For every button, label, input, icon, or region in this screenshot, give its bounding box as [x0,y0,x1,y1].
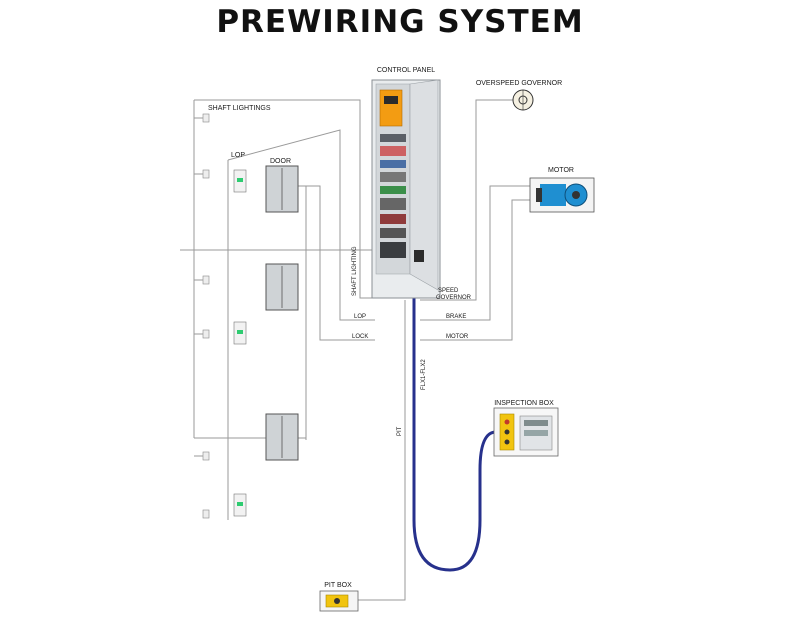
lop-connect-wire [227,129,375,321]
inspection-box-icon [493,407,559,457]
motor-wire-label: MOTOR [446,334,469,340]
governor-label: GOVERNOR [436,295,472,301]
motor-label: MOTOR [548,167,574,174]
lop-label: LOP [231,152,245,159]
lock-wire-label: LOCK [352,334,368,340]
pit-box-icon [319,590,359,612]
door-icons [265,165,299,461]
motor-icon [529,177,595,213]
page-title: PREWIRING SYSTEM [216,4,584,40]
brake-label: BRAKE [446,314,466,320]
flex-label: FLX1-FLX2 [421,359,427,390]
lop-icons [233,169,247,517]
speed-label: SPEED [438,288,459,294]
control-panel-label: CONTROL PANEL [377,67,435,74]
overspeed-governor-icon [512,89,534,111]
shaft-lightings-label: SHAFT LIGHTINGS [208,105,271,112]
pit-box-label: PIT BOX [324,582,352,589]
motor-wire [420,199,530,341]
flex-cable [412,298,497,572]
inspection-box-label: INSPECTION BOX [494,400,554,407]
brake-wire [420,185,530,321]
shaft-light-icons [194,113,210,519]
overspeed-governor-label: OVERSPEED GOVERNOR [476,80,562,87]
lop-wire-label: LOP [354,314,366,320]
pit-label: PIT [397,426,403,436]
shaft-lightings-wire [194,99,375,299]
shaft-lighting-vertical-label: SHAFT LIGHTING [352,246,358,296]
door-label: DOOR [270,158,291,165]
control-panel [371,79,441,299]
pit-wire [358,300,406,601]
lock-wire [298,185,375,341]
speed-governor-wire [420,99,515,301]
